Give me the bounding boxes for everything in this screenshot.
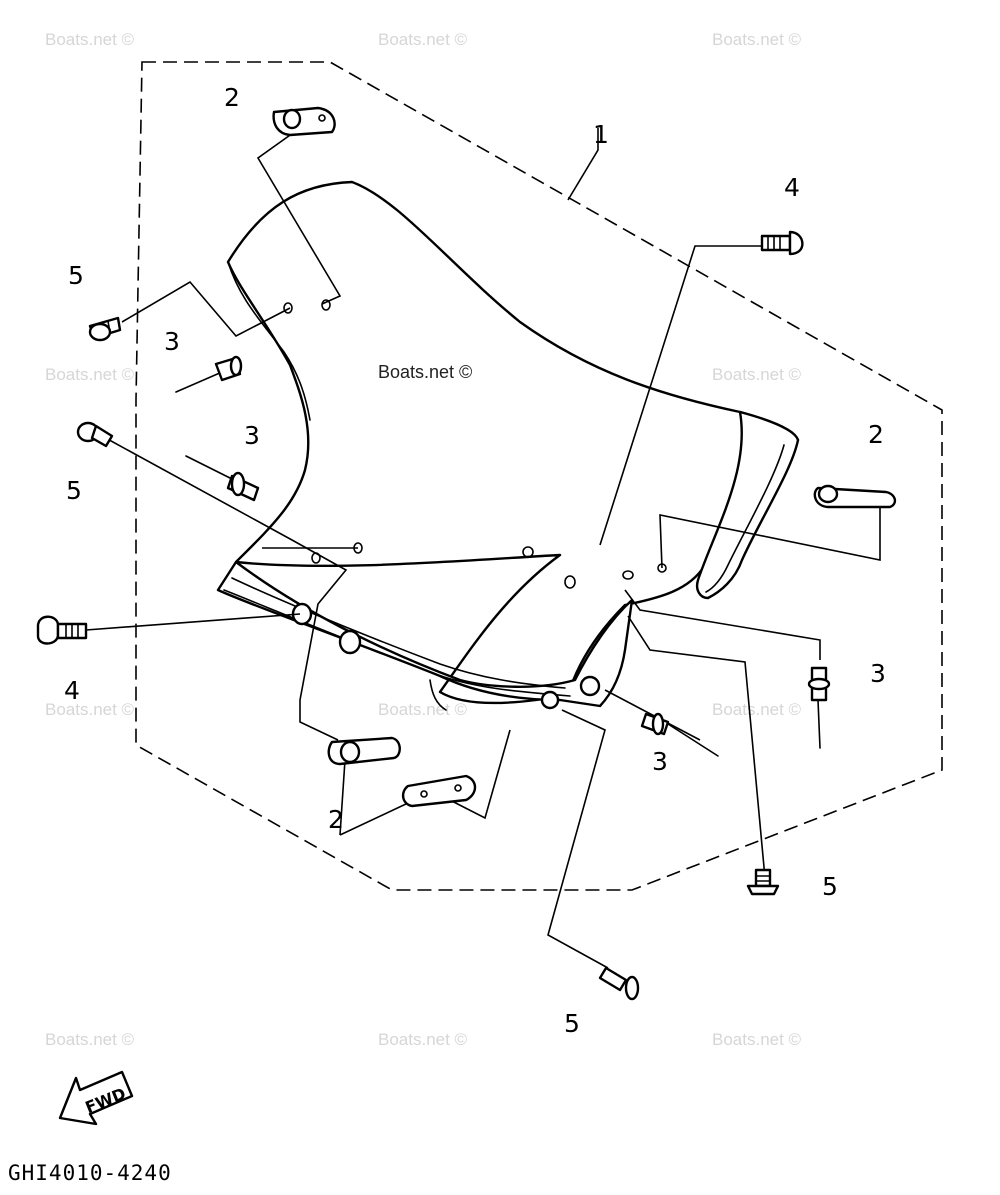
callout-5-right: 5 <box>822 872 838 901</box>
callout-3-right: 3 <box>870 659 886 688</box>
watermark: Boats.net © <box>378 1030 468 1049</box>
diagram-code: GHI4010-4240 <box>8 1161 172 1185</box>
rivet-part-3-bottom <box>640 712 719 757</box>
leader-lines <box>85 127 881 969</box>
callout-2-right: 2 <box>868 420 884 449</box>
bracket-part-2-bottom-left <box>327 736 401 766</box>
callout-labels: 1 2 2 2 3 3 3 3 4 4 5 5 5 5 <box>64 83 886 1038</box>
bracket-part-2-right <box>813 484 897 509</box>
watermark: Boats.net © <box>45 30 135 49</box>
bolt-part-4-top-right <box>760 230 804 256</box>
bracket-part-2-bottom-right <box>401 774 477 808</box>
screw-part-5-left-mid <box>76 421 114 448</box>
screw-part-5-left-upper <box>88 316 122 342</box>
watermark: Boats.net © <box>712 30 802 49</box>
watermark: Boats.net © <box>378 700 468 719</box>
callout-4-left: 4 <box>64 676 80 705</box>
rivet-part-3-right <box>807 666 831 749</box>
screw-part-5-bottom <box>598 966 640 1001</box>
callout-2-bottom: 2 <box>328 805 344 834</box>
watermark: Boats.net © <box>45 700 135 719</box>
callout-3-bottom: 3 <box>652 747 668 776</box>
watermark: Boats.net © <box>45 1030 135 1049</box>
bracket-part-2-top <box>272 106 336 137</box>
assembly-boundary <box>135 61 943 891</box>
callout-3-left-mid: 3 <box>244 421 260 450</box>
watermark-main: Boats.net © <box>378 362 472 382</box>
watermark: Boats.net © <box>712 1030 802 1049</box>
screw-part-5-right <box>746 868 780 896</box>
fwd-arrow-icon: FWD <box>58 1070 134 1126</box>
watermark: Boats.net © <box>712 365 802 384</box>
callout-2-top: 2 <box>224 83 240 112</box>
bolt-part-4-left <box>36 615 88 645</box>
top-cover-body <box>216 180 800 711</box>
watermark: Boats.net © <box>45 365 135 384</box>
callout-1: 1 <box>593 120 609 149</box>
callout-5-bottom: 5 <box>564 1009 580 1038</box>
callout-5-left-upper: 5 <box>68 261 84 290</box>
callout-3-left-upper: 3 <box>164 327 180 356</box>
callout-5-left-mid: 5 <box>66 476 82 505</box>
watermark-layer: Boats.net © Boats.net © Boats.net © Boat… <box>45 30 802 1049</box>
watermark: Boats.net © <box>378 30 468 49</box>
rivet-part-3-left-upper <box>175 355 243 393</box>
watermark: Boats.net © <box>712 700 802 719</box>
rivet-part-3-left-mid <box>185 455 260 502</box>
callout-4-top-right: 4 <box>784 173 800 202</box>
